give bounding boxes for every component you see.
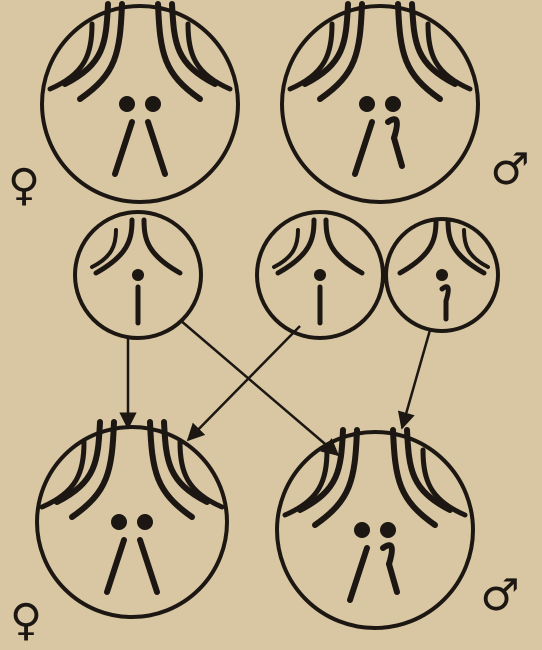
female-symbol-bottom: ♀ <box>10 595 42 646</box>
male-symbol-top: ♂ <box>490 144 529 195</box>
parent-female-cell <box>42 4 238 202</box>
offspring-female-cell <box>37 422 227 617</box>
arrow-egg-to-male <box>180 320 338 455</box>
offspring-male-cell <box>277 430 473 628</box>
arrow-sperm-x-to-female <box>188 326 300 440</box>
arrow-sperm-y-to-male <box>402 330 430 428</box>
female-symbol-top: ♀ <box>8 160 40 211</box>
parent-male-cell <box>282 4 478 202</box>
male-symbol-bottom: ♂ <box>480 570 519 621</box>
gamete-egg-x <box>75 212 201 338</box>
gamete-sperm-y <box>386 219 498 331</box>
gamete-sperm-x <box>257 212 383 338</box>
